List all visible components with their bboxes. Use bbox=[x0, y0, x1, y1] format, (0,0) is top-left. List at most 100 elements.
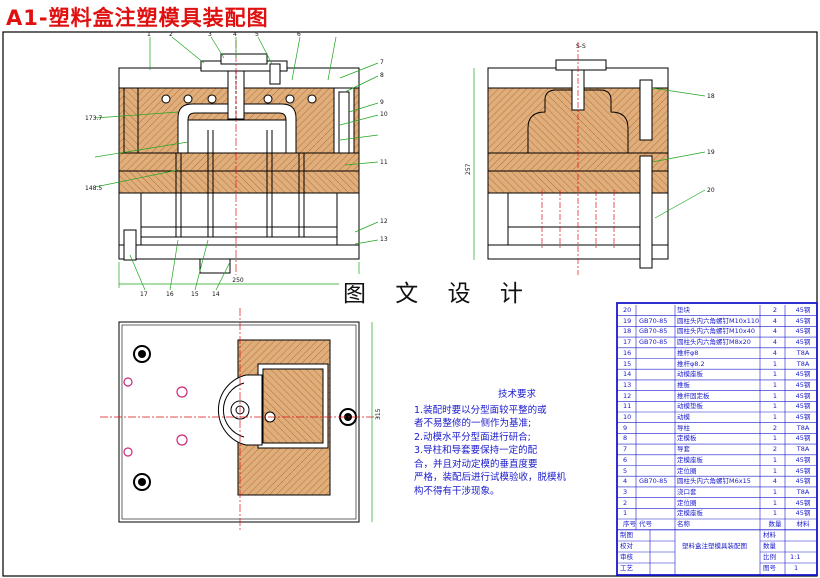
callout-18: 18 bbox=[707, 93, 715, 100]
tb-sheet-label: 图号 bbox=[763, 564, 776, 572]
bom-cell-mat: 45钢 bbox=[795, 498, 811, 507]
tech-line: 者不易整修的一侧作为基准; bbox=[414, 418, 532, 429]
bom-cell-no: 19 bbox=[623, 316, 632, 325]
callout-20: 20 bbox=[707, 187, 715, 194]
bom-cell-name: 推杆φ8 bbox=[677, 348, 699, 357]
bom-cell-no: 7 bbox=[623, 445, 628, 454]
bom-cell-mat: 45钢 bbox=[795, 434, 811, 443]
bom-cell-no: 1 bbox=[623, 509, 628, 518]
bom-cell-name: 推板 bbox=[677, 380, 690, 389]
bom-cell-qty: 1 bbox=[772, 413, 778, 421]
bom-cell-qty: 2 bbox=[772, 445, 778, 454]
dim-173: 173.7 bbox=[85, 115, 102, 122]
callout-1: 1 bbox=[147, 31, 151, 38]
callout-11: 11 bbox=[380, 159, 388, 166]
plan-height-dim: 315 bbox=[375, 408, 382, 420]
bom-cell-name: 定模板 bbox=[677, 434, 697, 443]
bom-cell-no: 6 bbox=[623, 455, 628, 464]
bom-cell-no: 8 bbox=[623, 434, 628, 443]
callout-7: 7 bbox=[380, 59, 384, 66]
callout-6: 6 bbox=[297, 31, 301, 38]
bom-cell-mat: 45钢 bbox=[795, 370, 811, 379]
bom-cell-std: GB70-85 bbox=[639, 477, 668, 486]
bom-cell-name: 定模座板 bbox=[677, 455, 703, 464]
bom-cell-no: 序号 bbox=[623, 520, 636, 528]
bom-cell-mat: 45钢 bbox=[795, 413, 811, 421]
tech-line: 构不得有干涉现象。 bbox=[414, 485, 500, 497]
bom-cell-name: 定位圈 bbox=[677, 466, 697, 475]
callout-8: 8 bbox=[380, 72, 384, 79]
tb-sheet-value: 1 bbox=[794, 564, 799, 572]
bom-cell-name: 圆柱头内六角螺钉M6x15 bbox=[677, 477, 751, 486]
bom-cell-qty: 1 bbox=[772, 498, 778, 507]
bom-cell-qty: 2 bbox=[772, 306, 778, 314]
bom-cell-qty: 4 bbox=[772, 327, 778, 336]
tech-line: 3.导柱和导套要保持一定的配 bbox=[414, 445, 538, 456]
bom-cell-no: 9 bbox=[623, 423, 628, 432]
tb-scale-value: 1:1 bbox=[790, 553, 801, 561]
bom-cell-qty: 4 bbox=[772, 316, 778, 325]
bom-cell-name: 动模垫板 bbox=[677, 402, 703, 411]
bom-cell-no: 10 bbox=[623, 413, 632, 421]
tb-drawing-name: 塑料盒注塑模具装配图 bbox=[682, 542, 747, 550]
bom-cell-name: 圆柱头内六角螺钉M8x20 bbox=[677, 338, 751, 347]
bom-cell-no: 4 bbox=[623, 477, 628, 486]
bom-cell-mat: T8A bbox=[796, 348, 810, 357]
tb-label: 工艺 bbox=[620, 564, 633, 572]
support-plate bbox=[118, 170, 360, 194]
tech-heading: 技术要求 bbox=[497, 389, 536, 400]
bom-cell-no: 12 bbox=[623, 391, 632, 400]
bom-cell-qty: 1 bbox=[772, 370, 778, 379]
bom-cell-qty: 2 bbox=[772, 423, 778, 432]
bom-cell-no: 3 bbox=[623, 487, 628, 496]
callout-12: 12 bbox=[380, 218, 388, 225]
bom-cell-qty: 4 bbox=[772, 477, 778, 486]
bom-cell-qty: 1 bbox=[772, 487, 778, 496]
bom-cell-no: 15 bbox=[623, 359, 632, 368]
callout-3: 3 bbox=[208, 31, 212, 38]
bom-cell-qty: 1 bbox=[772, 509, 778, 518]
bom-cell-qty: 1 bbox=[772, 402, 778, 411]
tech-line: 2.动模水平分型面进行研合; bbox=[414, 431, 531, 443]
dim-148: 148.5 bbox=[85, 185, 102, 192]
bom-cell-no: 11 bbox=[623, 402, 632, 411]
tb-label: 制图 bbox=[620, 531, 633, 539]
bom-cell-mat: 45钢 bbox=[795, 455, 811, 464]
bom-cell-mat: T8A bbox=[796, 423, 810, 432]
bom-cell-mat: 45钢 bbox=[795, 477, 811, 486]
bom-cell-std: GB70-85 bbox=[639, 327, 668, 336]
tech-line: 1.装配时要以分型面较平整的或 bbox=[414, 404, 547, 416]
bom-cell-mat: T8A bbox=[796, 359, 810, 368]
bom-cell-mat: 45钢 bbox=[795, 306, 811, 314]
bom-cell-mat: 45钢 bbox=[795, 316, 811, 325]
side-section-view: S-S 257 18 19 20 bbox=[465, 42, 715, 275]
bom-cell-no: 17 bbox=[623, 338, 632, 347]
callout-10: 10 bbox=[380, 111, 388, 118]
bom-cell-std: 代号 bbox=[639, 520, 652, 528]
tb-scale-label: 比例 bbox=[763, 553, 776, 561]
cooling-holes bbox=[161, 94, 317, 104]
tb-material-label: 材料 bbox=[763, 531, 776, 539]
bom-cell-mat: T8A bbox=[796, 487, 810, 496]
tb-label: 审核 bbox=[620, 553, 633, 561]
bottom-clamp-plate bbox=[118, 244, 360, 260]
callout-9: 9 bbox=[380, 99, 384, 106]
drawing-title: A1-塑料盒注塑模具装配图 bbox=[6, 6, 269, 30]
side-height-dim: 257 bbox=[465, 163, 472, 175]
bom-cell-name: 推杆固定板 bbox=[677, 391, 710, 400]
bom-row: 4 GB70-85 圆柱头内六角螺钉M6x15 4 45钢 bbox=[621, 476, 817, 487]
bom-cell-mat: 45钢 bbox=[795, 327, 811, 336]
plan-view: 315 bbox=[100, 308, 382, 530]
